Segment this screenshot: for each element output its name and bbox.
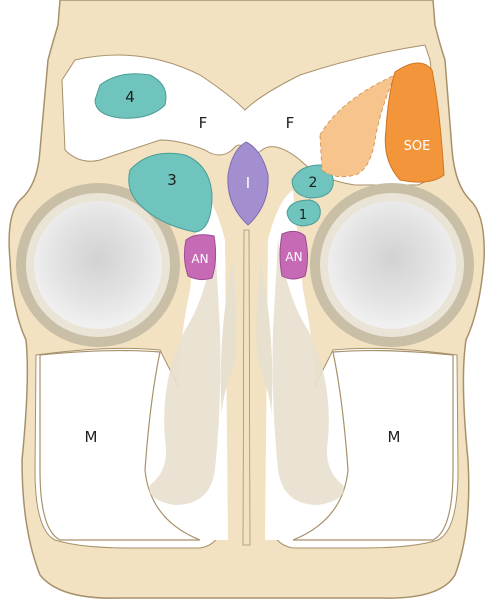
label-agger-right: AN <box>285 250 302 264</box>
turbinate-right <box>272 240 344 505</box>
maxillary-sinus-right <box>292 349 454 541</box>
label-supraorbital: SOE <box>404 139 431 154</box>
supraorbital-cell-extension <box>319 74 396 178</box>
nasal-septum <box>242 229 251 546</box>
label-maxillary-left: M <box>85 428 98 446</box>
inferior-turbinate-left <box>220 260 237 420</box>
label-cell-1: 1 <box>299 208 307 223</box>
label-cell-4: 4 <box>125 88 135 106</box>
label-agger-left: AN <box>191 252 208 266</box>
cell-4 <box>94 73 167 119</box>
label-cell-3: 3 <box>167 171 177 189</box>
cell-3 <box>128 152 213 233</box>
orbit-left <box>16 183 180 347</box>
orbit-right <box>310 183 474 347</box>
label-frontal-left: F <box>199 114 208 132</box>
cell-1 <box>286 199 321 227</box>
label-maxillary-right: M <box>388 428 401 446</box>
supraorbital-cell <box>384 62 445 183</box>
agger-nasi-left <box>183 234 217 281</box>
cell-2 <box>291 164 334 199</box>
label-septal-cell: I <box>246 174 250 192</box>
intersinus-septal-cell <box>227 141 269 226</box>
agger-nasi-right <box>279 230 308 280</box>
turbinate-left <box>149 240 221 505</box>
maxillary-sinus-left <box>39 349 201 541</box>
label-frontal-right: F <box>286 114 295 132</box>
label-cell-2: 2 <box>309 175 318 191</box>
inferior-turbinate-right <box>256 260 273 420</box>
